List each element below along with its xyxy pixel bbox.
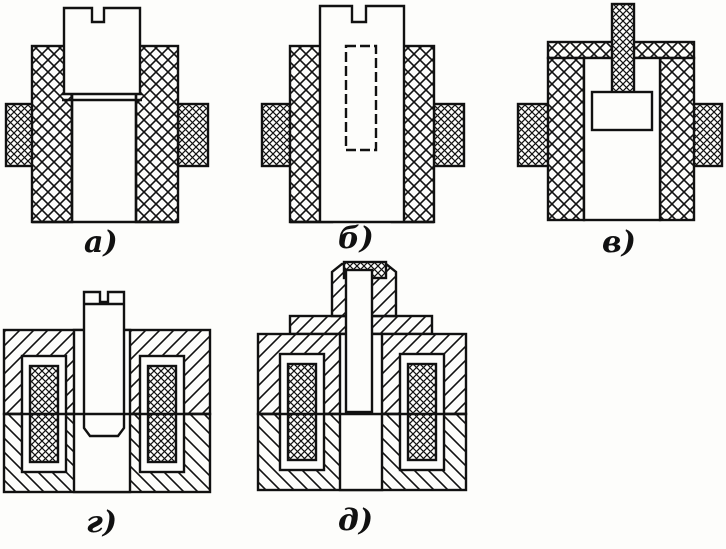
diagram-g bbox=[2, 290, 212, 494]
diagram-d bbox=[256, 260, 468, 492]
caption-g: г) bbox=[86, 505, 118, 540]
caption-v: в) bbox=[602, 225, 636, 260]
caption-b: б) bbox=[338, 221, 374, 256]
caption-a: а) bbox=[84, 225, 118, 260]
diagram-b bbox=[260, 4, 466, 224]
caption-d: д) bbox=[338, 503, 374, 538]
diagram-a bbox=[4, 6, 210, 224]
diagram-v bbox=[516, 2, 724, 222]
